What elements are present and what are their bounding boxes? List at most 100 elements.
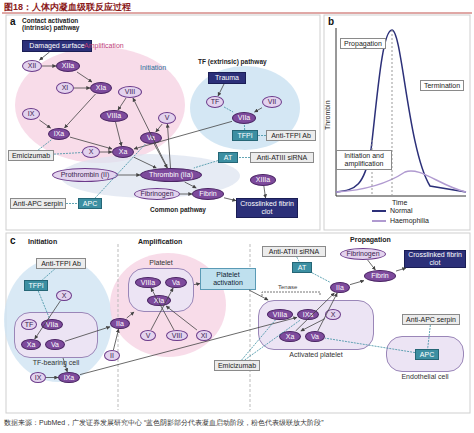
node-text: XI	[201, 332, 208, 340]
activation-arrow	[350, 281, 364, 285]
factor-oval: II	[104, 350, 120, 361]
target-box: TFPI	[24, 280, 48, 291]
node-text: VIIIa	[141, 279, 155, 287]
node-text: AT	[224, 154, 232, 162]
activation-arrow	[113, 329, 118, 350]
activation-arrow	[46, 377, 58, 378]
active-factor-oval: VIIIa	[267, 309, 293, 320]
phase-divider	[392, 30, 393, 196]
pathway-heading: Contact activation (intrinsic) pathway	[22, 17, 92, 31]
node-text: Crosslinked fibrin clot	[238, 200, 296, 215]
active-factor-oval: IIa	[110, 318, 130, 329]
cell-shape: Activated plateletVIIIaIXaXXaVa	[258, 300, 374, 350]
phase-box: Initiation and amplification	[336, 150, 392, 170]
target-box: APC	[78, 198, 102, 209]
inhibition-line	[66, 203, 78, 204]
node-text: VIII	[172, 332, 183, 340]
factor-oval: TF	[21, 319, 37, 330]
factor-oval: Fibrinogen	[134, 188, 180, 200]
node-text: Anti-TFPI Ab	[271, 132, 311, 140]
complex-label: Tenase	[278, 284, 297, 291]
node-text: Propagation	[344, 40, 382, 48]
common-shading	[60, 154, 240, 198]
inhibition-line	[95, 144, 145, 198]
activation-arrow	[185, 182, 197, 188]
inhibition-line	[194, 161, 218, 168]
y-axis	[336, 28, 337, 196]
target-box: TFPI	[232, 130, 258, 141]
node-text: TF	[25, 321, 34, 329]
activation-arrow	[134, 121, 232, 149]
target-box: APC	[415, 349, 439, 360]
inhibition-line	[428, 325, 431, 349]
factor-oval: Prothrombin (II)	[52, 168, 118, 182]
legend-swatch	[372, 220, 386, 222]
factor-oval: VIII	[118, 86, 142, 98]
inhibition-line	[38, 140, 51, 150]
activation-arrow	[134, 157, 156, 168]
node-text: Xa	[286, 333, 295, 341]
factor-oval: IX	[30, 372, 46, 383]
node-text: Emicizumab	[218, 362, 256, 370]
activation-arrow	[249, 290, 268, 300]
active-factor-oval: Va	[305, 331, 325, 342]
inhibition-line	[258, 135, 266, 136]
node-text: Initiation and amplification	[338, 152, 390, 167]
pathway-heading: Common pathway	[150, 206, 206, 213]
activation-arrow	[255, 108, 263, 112]
active-factor-oval: Xa	[279, 331, 301, 342]
node-text: Va	[51, 341, 59, 349]
active-factor-oval: XIa	[147, 295, 171, 306]
drug-box: Anti-TFPI Ab	[266, 130, 316, 141]
drug-box: Anti-ATIII siRNA	[250, 152, 314, 163]
node-text: Trauma	[215, 74, 239, 82]
node-text: VIIa	[46, 321, 58, 329]
node-text: IXa	[64, 374, 75, 382]
panel-letter: b	[328, 16, 334, 27]
node-text: Fibrinogen	[346, 250, 379, 258]
active-factor-oval: Thrombin (IIa)	[140, 168, 202, 182]
axis-label: Time	[392, 199, 407, 207]
node-text: Termination	[424, 82, 460, 90]
axis-label: Thrombin	[324, 100, 332, 130]
node-text: VIIIa	[273, 311, 287, 319]
node-text: XI	[62, 84, 69, 92]
phase-box: Propagation	[340, 38, 386, 49]
factor-oval: Fibrinogen	[340, 248, 386, 260]
activation-arrow	[64, 94, 95, 128]
activation-arrow	[77, 72, 92, 82]
activation-arrow	[180, 194, 192, 195]
factor-oval: X	[56, 290, 72, 301]
node-text: XIa	[96, 84, 107, 92]
cell-heading: Activated platelet	[249, 351, 383, 359]
active-factor-oval: Fibrin	[192, 188, 224, 200]
activation-arrow	[118, 175, 140, 176]
active-factor-oval: Va	[140, 132, 162, 144]
inhibition-line	[244, 124, 245, 130]
node-text: IIa	[336, 284, 344, 292]
activation-arrow	[118, 98, 126, 110]
activation-arrow	[194, 283, 200, 285]
cell-heading: Endothelial cell	[377, 373, 473, 381]
initiation-shading	[4, 258, 112, 382]
node-text: IX	[28, 110, 35, 118]
target-box: AT	[292, 262, 312, 273]
active-factor-oval: IXa	[48, 128, 70, 140]
node-text: IIa	[116, 320, 124, 328]
node-text: AT	[298, 264, 306, 272]
inhibition-line	[38, 291, 49, 319]
figure-title: 图18：人体内凝血级联反应过程	[4, 1, 131, 14]
active-factor-oval: Xa	[21, 339, 41, 350]
activation-arrow	[70, 137, 112, 149]
factor-oval: IX	[22, 108, 40, 120]
factor-oval: V	[158, 112, 176, 124]
inhibition-line	[245, 320, 301, 360]
activation-arrow	[396, 268, 406, 271]
active-factor-oval: XIIa	[56, 60, 80, 72]
node-text: Anti-ATIII siRNA	[257, 154, 307, 162]
activation-arrow	[127, 312, 134, 318]
active-factor-oval: VIIIa	[100, 110, 128, 122]
node-text: II	[110, 352, 114, 360]
normal-curve	[336, 30, 466, 192]
